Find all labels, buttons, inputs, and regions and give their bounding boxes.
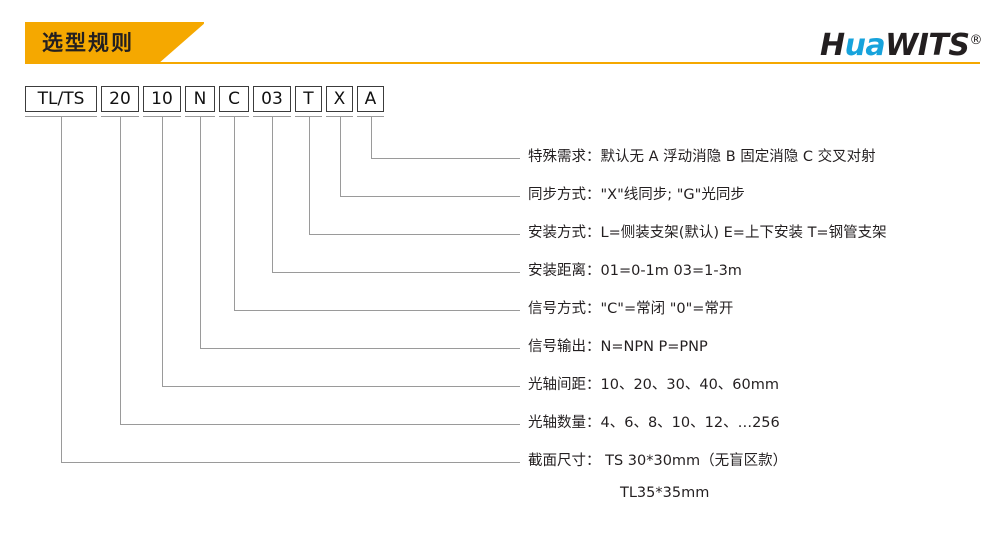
leader-horizontal-mounting-method <box>309 234 520 235</box>
callout-label-signal-output: 信号输出：N=NPN P=PNP <box>528 339 708 355</box>
code-box-output: N <box>185 86 215 112</box>
leader-vertical-special-requirement <box>371 117 372 158</box>
code-box-series: TL/TS <box>25 86 97 112</box>
code-box-distance: 03 <box>253 86 291 112</box>
code-box-pitch: 20 <box>101 86 139 112</box>
callout-label-mounting-method: 安装方式：L=侧装支架(默认) E=上下安装 T=钢管支架 <box>528 225 887 241</box>
leader-vertical-beam-count <box>120 117 121 424</box>
leader-horizontal-beam-count <box>120 424 520 425</box>
huawits-logo: HuaWITS® <box>819 24 983 63</box>
code-box-mounting: T <box>295 86 322 112</box>
leader-vertical-signal-output <box>200 117 201 348</box>
leader-horizontal-signal-mode <box>234 310 520 311</box>
registered-trademark-icon: ® <box>969 33 983 48</box>
logo-part-1: H <box>819 28 845 63</box>
callout-label-cross-section: 截面尺寸： TS 30*30mm（无盲区款） <box>528 453 788 469</box>
callout-label-mounting-distance: 安装距离：01=0-1m 03=1-3m <box>528 263 742 279</box>
page-title: 选型规则 <box>42 31 134 55</box>
code-box-stub-distance <box>253 116 291 117</box>
code-box-stub-beams <box>143 116 181 117</box>
code-box-signal: C <box>219 86 249 112</box>
leader-vertical-mounting-distance <box>272 117 273 272</box>
callout-label-signal-mode: 信号方式："C"=常闭 "0"=常开 <box>528 301 734 317</box>
leader-vertical-cross-section <box>61 117 62 462</box>
leader-horizontal-sync-method <box>340 196 520 197</box>
callout-label-sync-method: 同步方式："X"线同步; "G"光同步 <box>528 187 745 203</box>
logo-part-3: WITS <box>885 28 970 63</box>
code-box-stub-output <box>185 116 215 117</box>
code-box-beams: 10 <box>143 86 181 112</box>
callout-label-special-requirement: 特殊需求：默认无 A 浮动消隐 B 固定消隐 C 交叉对射 <box>528 149 876 165</box>
code-box-sync: X <box>326 86 353 112</box>
code-box-stub-signal <box>219 116 249 117</box>
leader-vertical-beam-pitch <box>162 117 163 386</box>
leader-horizontal-special-requirement <box>371 158 520 159</box>
code-box-stub-series <box>25 116 97 117</box>
header-underline <box>25 62 980 64</box>
callout-label-cross-section-second-line: TL35*35mm <box>620 485 710 501</box>
logo-part-2: ua <box>844 28 886 63</box>
leader-horizontal-cross-section <box>61 462 520 463</box>
code-box-stub-special <box>357 116 384 117</box>
leader-vertical-mounting-method <box>309 117 310 234</box>
leader-vertical-signal-mode <box>234 117 235 310</box>
leader-horizontal-signal-output <box>200 348 520 349</box>
leader-horizontal-beam-pitch <box>162 386 520 387</box>
leader-vertical-sync-method <box>340 117 341 196</box>
code-box-stub-pitch <box>101 116 139 117</box>
page-header: 选型规则 HuaWITS® <box>0 0 1000 72</box>
code-box-stub-mounting <box>295 116 322 117</box>
leader-horizontal-mounting-distance <box>272 272 520 273</box>
callout-label-beam-count: 光轴数量：4、6、8、10、12、…256 <box>528 415 780 431</box>
code-box-stub-sync <box>326 116 353 117</box>
code-box-special: A <box>357 86 384 112</box>
callout-label-beam-pitch: 光轴间距：10、20、30、40、60mm <box>528 377 780 393</box>
